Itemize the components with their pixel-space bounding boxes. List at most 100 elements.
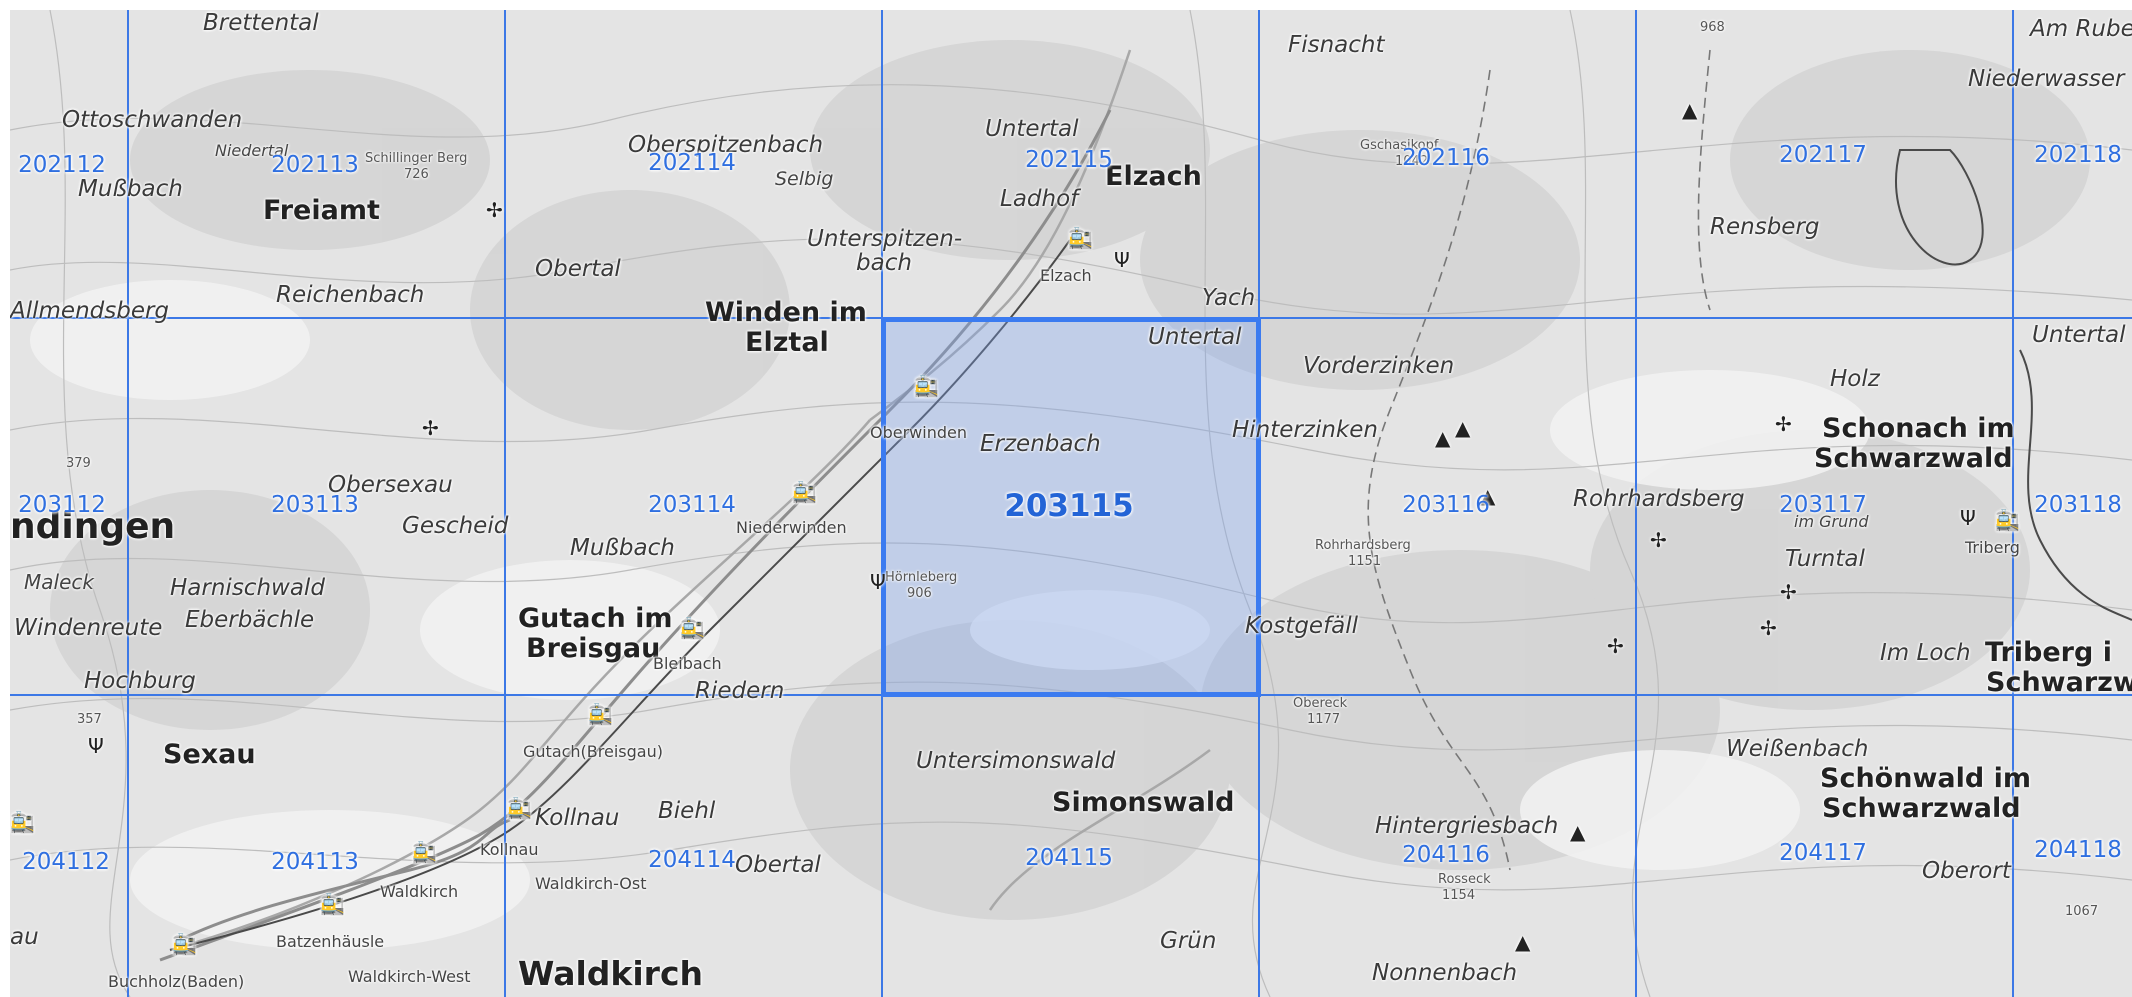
station-label: Gutach(Breisgau) <box>523 742 663 761</box>
place-label: Am Rube <box>2030 16 2132 42</box>
place-label: Gutach im <box>518 603 673 634</box>
place-label: Maleck <box>24 570 94 594</box>
place-label: im Grund <box>1794 512 1869 531</box>
place-label: Waldkirch <box>518 954 704 993</box>
peak-label: Hörnleberg <box>885 570 958 585</box>
peak-elevation: 1177 <box>1307 712 1341 727</box>
place-label: Elzach <box>1105 161 1202 192</box>
tile-label-202116[interactable]: 202116 <box>1402 145 1490 171</box>
place-label: Obertal <box>735 852 821 878</box>
tile-label-203115[interactable]: 203115 <box>1004 488 1134 524</box>
place-label: Ladhof <box>1000 186 1079 212</box>
tile-label-203118[interactable]: 203118 <box>2034 492 2122 518</box>
place-label: Vorderzinken <box>1303 353 1455 379</box>
place-label: Schönwald im <box>1820 763 2031 794</box>
station-label: Waldkirch-West <box>348 967 471 986</box>
tile-label-204112[interactable]: 204112 <box>22 849 110 875</box>
place-label: Biehl <box>658 798 716 824</box>
place-label: Mußbach <box>570 535 675 561</box>
antenna-icon: Ψ <box>88 734 104 758</box>
place-label: Hinterzinken <box>1232 417 1378 443</box>
place-label: Niedertal <box>215 141 289 160</box>
tile-label-204116[interactable]: 204116 <box>1402 842 1490 868</box>
place-label: Oberspitzenbach <box>628 132 824 158</box>
place-label: Rohrhardsberg <box>1573 486 1745 512</box>
tile-label-202112[interactable]: 202112 <box>18 152 106 178</box>
place-label: Hintergriesbach <box>1375 813 1559 839</box>
peak-marker-icon: ▲ <box>1682 98 1698 122</box>
place-label: Selbig <box>775 168 834 190</box>
antenna-icon: Ψ <box>1960 506 1976 530</box>
train-station-icon: 🚉 <box>680 616 705 640</box>
station-label: Buchholz(Baden) <box>108 972 245 991</box>
antenna-icon: Ψ <box>870 570 886 594</box>
tile-label-204117[interactable]: 204117 <box>1779 840 1867 866</box>
station-label: Oberwinden <box>870 423 967 442</box>
place-label: Winden im <box>705 297 867 328</box>
place-label: Bleibach <box>653 654 722 673</box>
place-label: Brettental <box>203 10 319 36</box>
wind-turbine-icon: ✢ <box>422 416 439 440</box>
grid-line-vertical <box>127 10 129 997</box>
place-label: Im Loch <box>1880 640 1971 666</box>
tile-label-204118[interactable]: 204118 <box>2034 837 2122 863</box>
station-label: Triberg <box>1965 538 2020 557</box>
place-label: Weißenbach <box>1726 736 1869 762</box>
place-label: bach <box>856 250 912 276</box>
place-label: au <box>10 924 39 950</box>
train-station-icon: 🚉 <box>507 796 532 820</box>
place-label: Unterspitzen- <box>807 226 963 252</box>
tile-label-203112[interactable]: 203112 <box>18 492 106 518</box>
tile-label-202117[interactable]: 202117 <box>1779 142 1867 168</box>
peak-label: Gschasikopf <box>1360 138 1439 153</box>
grid-line-vertical <box>504 10 506 997</box>
peak-marker-icon: ▲ <box>1570 820 1586 844</box>
train-station-icon: 🚉 <box>320 892 345 916</box>
peak-marker-icon: ▲ <box>1455 416 1471 440</box>
tile-label-204115[interactable]: 204115 <box>1025 845 1113 871</box>
station-label: Niederwinden <box>736 518 847 537</box>
peak-elevation: 1042 <box>1395 154 1429 169</box>
tile-label-203113[interactable]: 203113 <box>271 492 359 518</box>
place-label: Riedern <box>695 678 785 704</box>
place-label: Mußbach <box>78 176 183 202</box>
place-label: Waldkirch <box>380 882 459 901</box>
place-label: Sexau <box>163 739 256 770</box>
peak-elevation: 1151 <box>1348 554 1382 569</box>
peak-elevation: 968 <box>1700 20 1725 35</box>
peak-marker-icon: ▲ <box>1515 930 1531 954</box>
tile-label-202118[interactable]: 202118 <box>2034 142 2122 168</box>
station-label: Kollnau <box>480 840 539 859</box>
tile-label-202115[interactable]: 202115 <box>1025 147 1113 173</box>
place-label: Rensberg <box>1710 214 1820 240</box>
tile-label-203117[interactable]: 203117 <box>1779 492 1867 518</box>
terrain-basemap <box>10 10 2132 997</box>
map-view[interactable]: Brettental Ottoschwanden Niedertal Schil… <box>10 10 2132 997</box>
peak-label: Schillinger Berg <box>365 151 468 166</box>
place-label: Simonswald <box>1052 787 1235 818</box>
selected-tile-highlight[interactable] <box>881 317 1261 697</box>
tile-label-204114[interactable]: 204114 <box>648 847 736 873</box>
place-label: Obertal <box>535 256 621 282</box>
place-label: Schwarzw <box>1986 667 2132 698</box>
antenna-icon: Ψ <box>1114 248 1130 272</box>
train-station-icon: 🚉 <box>588 702 613 726</box>
place-label: Elztal <box>745 327 829 358</box>
peak-elevation: 379 <box>66 456 91 471</box>
place-label: Ottoschwanden <box>62 107 243 133</box>
wind-turbine-icon: ✢ <box>1650 528 1667 552</box>
tile-label-203114[interactable]: 203114 <box>648 492 736 518</box>
place-label: Nonnenbach <box>1372 960 1518 986</box>
tile-label-203116[interactable]: 203116 <box>1402 492 1490 518</box>
wind-turbine-icon: ✢ <box>486 198 503 222</box>
place-label: Schwarzwald <box>1822 793 2021 824</box>
station-label: Batzenhäusle <box>276 932 385 951</box>
place-label: Hochburg <box>84 668 196 694</box>
peak-label: Rosseck <box>1438 872 1491 887</box>
tile-label-202114[interactable]: 202114 <box>648 150 736 176</box>
tile-label-202113[interactable]: 202113 <box>271 152 359 178</box>
place-label: Yach <box>1202 285 1256 311</box>
peak-elevation: 726 <box>404 167 429 182</box>
tile-label-204113[interactable]: 204113 <box>271 849 359 875</box>
grid-line-vertical <box>1635 10 1637 997</box>
